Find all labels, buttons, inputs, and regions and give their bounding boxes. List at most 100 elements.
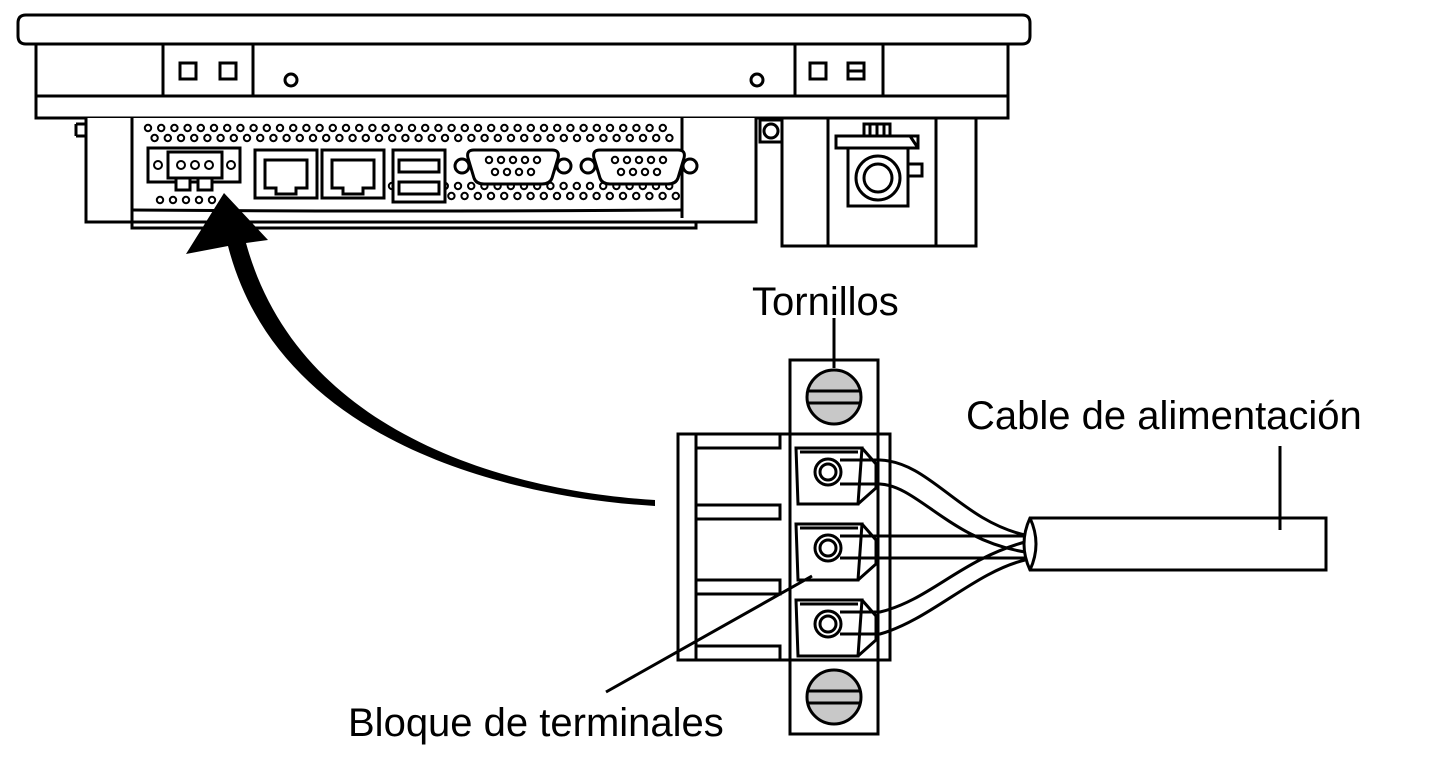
screws-label: Tornillos [752, 280, 899, 324]
vent-hole [652, 133, 661, 143]
serial-port-1 [453, 148, 573, 186]
vent-hole [566, 191, 575, 201]
vent-hole [155, 195, 165, 205]
vent-hole [506, 133, 516, 143]
vent-hole [308, 133, 318, 143]
vent-hole [374, 133, 384, 143]
mounting-bracket-left [161, 42, 255, 98]
vent-hole [632, 191, 641, 201]
vent-hole [262, 123, 271, 133]
power-cable-label: Cable de alimentación [966, 394, 1362, 438]
vent-hole [546, 133, 555, 143]
vent-hole [480, 133, 489, 143]
vent-hole [361, 133, 370, 143]
vent-hole [223, 123, 232, 133]
vent-hole [249, 123, 258, 133]
vent-hole [295, 133, 304, 143]
vent-hole [539, 123, 549, 133]
insertion-arrow [186, 193, 655, 506]
housing-hole-right [749, 72, 765, 88]
vent-hole [427, 133, 436, 143]
vent-hole [236, 123, 245, 133]
vent-hole [553, 123, 562, 133]
vent-hole [421, 123, 430, 133]
screw-top [805, 368, 863, 426]
vent-hole [454, 133, 463, 143]
device-bezel [16, 13, 1032, 46]
vent-hole [355, 123, 364, 133]
vent-hole [203, 133, 212, 143]
vent-hole [348, 133, 357, 143]
vent-hole [592, 191, 601, 201]
vent-hole [500, 191, 509, 201]
vent-hole [275, 123, 285, 133]
vent-hole [579, 123, 588, 133]
vent-hole [533, 133, 542, 143]
vent-hole [181, 195, 191, 205]
vent-hole [381, 123, 390, 133]
vent-hole [572, 181, 581, 191]
vent-hole [586, 133, 595, 143]
vent-hole [487, 123, 496, 133]
screw-bottom [805, 668, 863, 726]
vent-hole [605, 191, 614, 201]
vent-hole [618, 191, 628, 201]
housing-hole-left [283, 72, 299, 88]
vent-hole [513, 123, 522, 133]
power-cable [840, 446, 1328, 636]
vent-hole [559, 133, 568, 143]
vent-hole [585, 181, 595, 191]
vent-hole [572, 133, 582, 143]
vent-hole [645, 191, 654, 201]
vent-hole [440, 133, 450, 143]
terminal-slot-2 [794, 522, 878, 582]
vent-hole [216, 133, 225, 143]
vent-hole [289, 123, 298, 133]
vent-hole [163, 133, 173, 143]
vent-hole [282, 133, 291, 143]
terminal-block [676, 358, 892, 736]
vent-hole [194, 195, 204, 205]
vent-hole [341, 123, 351, 133]
vent-hole [658, 123, 667, 133]
vent-hole [605, 123, 615, 133]
vent-hole [671, 191, 680, 201]
vent-hole [176, 133, 186, 143]
vent-hole [328, 123, 337, 133]
vent-hole [242, 133, 252, 143]
vent-hole [486, 191, 496, 201]
vent-hole [460, 123, 469, 133]
terminal-slot-1 [794, 446, 878, 506]
vent-hole [579, 191, 588, 201]
vent-hole [467, 181, 476, 191]
vent-hole [473, 191, 482, 201]
side-module [758, 116, 978, 248]
vent-hole [434, 123, 443, 133]
ethernet-port-1 [253, 148, 319, 200]
vent-hole [209, 123, 219, 133]
vent-hole [453, 181, 463, 191]
vent-hole [447, 123, 456, 133]
vent-hole [632, 123, 641, 133]
vent-hole [183, 123, 192, 133]
vent-hole [302, 123, 311, 133]
vent-hole [170, 123, 179, 133]
vent-hole [168, 195, 178, 205]
vent-hole [500, 123, 509, 133]
vent-hole [143, 123, 153, 133]
vent-hole [447, 191, 456, 201]
usb-ports [391, 148, 447, 204]
vent-hole [665, 133, 674, 143]
vent-hole [467, 133, 476, 143]
vent-hole [612, 133, 621, 143]
vent-hole [269, 133, 278, 143]
device-unit [16, 13, 1032, 248]
vent-hole [388, 133, 397, 143]
vent-hole [552, 191, 562, 201]
vent-hole [658, 191, 667, 201]
vent-hole [520, 133, 529, 143]
vent-hole [207, 195, 217, 205]
vent-hole [401, 133, 410, 143]
vent-hole [625, 133, 634, 143]
terminal-slot-3 [794, 598, 878, 658]
